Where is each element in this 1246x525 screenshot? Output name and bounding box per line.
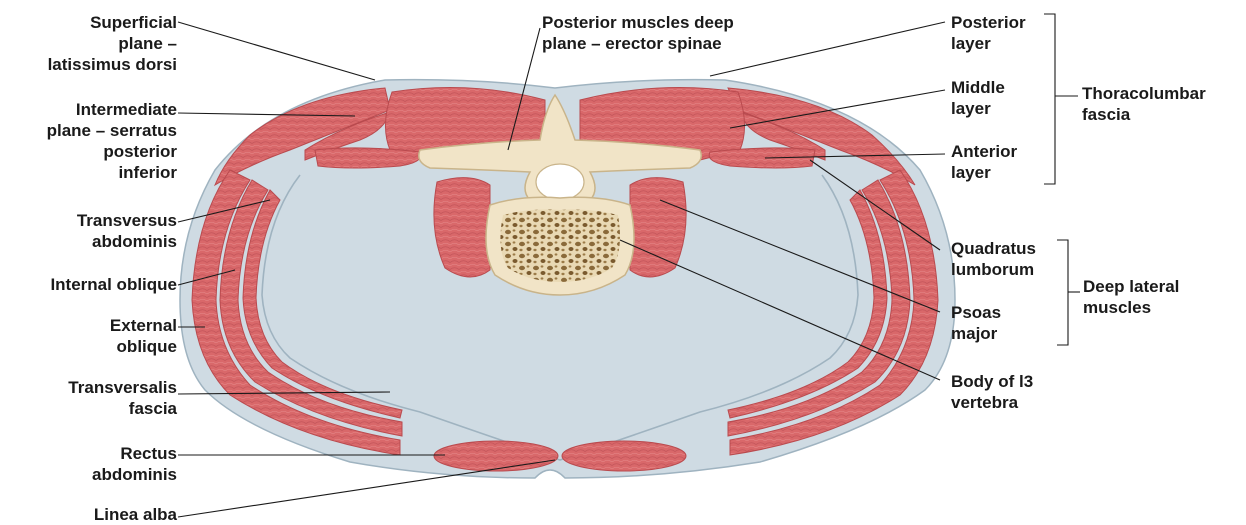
rectus-abdominis-right <box>562 441 686 471</box>
vertebral-body-spongy <box>500 210 620 282</box>
label-linea-alba: Linea alba <box>94 504 177 525</box>
quadratus-lumborum-left <box>315 148 421 168</box>
vertebral-foramen <box>536 164 584 200</box>
psoas-major-left <box>434 178 490 277</box>
psoas-major-right <box>630 178 686 277</box>
label-internal-oblique: Internal oblique <box>50 274 177 295</box>
rectus-abdominis-left <box>434 441 558 471</box>
quadratus-lumborum-right <box>709 148 815 168</box>
